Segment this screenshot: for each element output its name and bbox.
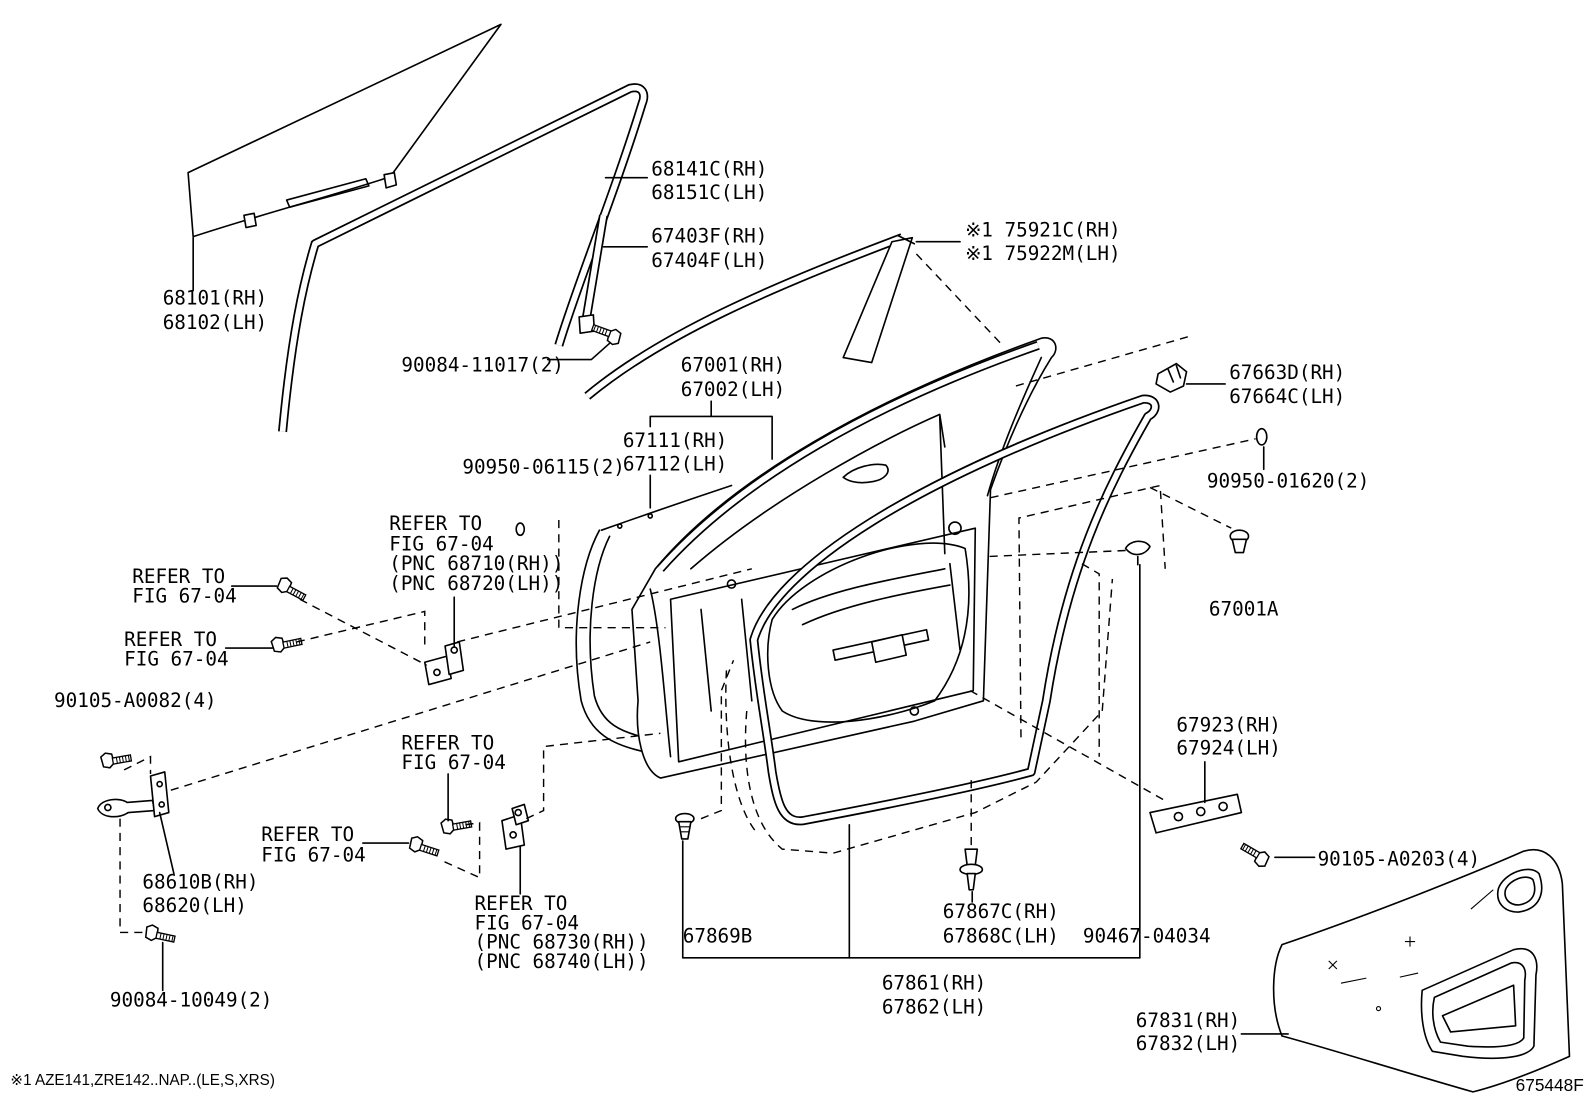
label-clip-weatherstrip-lh: 67868C(LH)	[943, 925, 1059, 948]
label-division-bar-lh: 67404F(LH)	[651, 249, 767, 272]
label-refer-lower-hinge-2: FIG 67-04	[475, 911, 579, 934]
footnote: ※1 AZE141,ZRE142..NAP..(LE,S,XRS)	[10, 1072, 275, 1089]
door-panel-drawing	[631, 337, 1057, 779]
label-weatherstrip-lh: 67862(LH)	[882, 996, 986, 1019]
label-weatherstrip-rh: 67861(RH)	[882, 971, 986, 994]
label-refer-bolt-a-1: REFER TO	[132, 565, 225, 588]
label-cap-67001a: 67001A	[1209, 598, 1279, 621]
figure-id: 675448F	[1516, 1075, 1584, 1095]
label-belt-moulding-rh: ※1 75921C(RH)	[965, 219, 1120, 242]
label-hole-plug-right: 90950-01620(2)	[1207, 470, 1370, 493]
label-refer-upper-hinge-2: FIG 67-04	[389, 533, 493, 556]
label-hole-plug-small: 90950-06115(2)	[462, 455, 625, 478]
label-trim-block-rh: 67923(RH)	[1176, 713, 1280, 736]
label-refer-bolt-c-2: FIG 67-04	[401, 751, 505, 774]
cap-67001a-icon	[1229, 529, 1250, 554]
window-glass-drawing	[187, 23, 502, 238]
label-check-screw: 90084-10049(2)	[110, 989, 273, 1012]
label-refer-upper-hinge-pnc-lh: (PNC 68720(LH))	[389, 572, 563, 595]
label-door-check-lh: 68620(LH)	[142, 894, 246, 917]
label-refer-bolt-d-1: REFER TO	[261, 823, 354, 846]
label-refer-upper-hinge-pnc-rh: (PNC 68710(RH))	[389, 552, 563, 575]
label-run-channel-rh: 68141C(RH)	[651, 158, 767, 181]
lower-hinge-drawing	[501, 803, 530, 850]
trim-block-drawing	[1149, 793, 1243, 834]
label-refer-bolt-c-1: REFER TO	[401, 732, 494, 755]
label-refer-bolt-a-2: FIG 67-04	[132, 584, 236, 607]
hole-plug-small-icon	[515, 522, 526, 537]
label-trim-panel-lh: 67832(LH)	[1136, 1032, 1240, 1055]
bolt-icon	[99, 748, 133, 770]
label-refer-bolt-b-1: REFER TO	[124, 628, 217, 651]
clip-90467-icon	[1124, 540, 1151, 566]
label-clip-90467: 90467-04034	[1083, 925, 1211, 948]
bolt-icon	[1237, 840, 1272, 870]
label-check-bolt: 90105-A0082(4)	[54, 689, 217, 712]
label-outer-panel-lh: 67112(LH)	[623, 452, 727, 475]
screw-icon	[588, 321, 624, 347]
label-door-check-rh: 68610B(RH)	[142, 871, 258, 894]
dashed-outlines	[725, 484, 1166, 854]
label-division-bar-rh: 67403F(RH)	[651, 225, 767, 248]
label-glass-lh: 68102(LH)	[163, 311, 267, 334]
label-glass-rh: 68101(RH)	[163, 287, 267, 310]
label-refer-lower-hinge-pnc-lh: (PNC 68740(LH))	[475, 950, 649, 973]
label-refer-upper-hinge-1: REFER TO	[389, 512, 482, 535]
bolt-icon	[269, 631, 304, 655]
assembly-dashed-lines	[119, 253, 1256, 934]
label-refer-lower-hinge-pnc-rh: (PNC 68730(RH))	[475, 931, 649, 954]
upper-hinge-drawing	[423, 641, 465, 686]
label-division-bar-screw: 90084-11017(2)	[401, 354, 564, 377]
label-door-panel-rh: 67001(RH)	[681, 354, 785, 377]
bolt-icon	[274, 574, 310, 604]
label-refer-lower-hinge-1: REFER TO	[475, 892, 568, 915]
clip-67869b-icon	[674, 812, 695, 840]
bracket-67663d-icon	[1155, 362, 1188, 393]
belt-moulding-drawing	[584, 233, 916, 400]
bolt-icon	[407, 834, 442, 860]
label-bracket-upper-rh: 67663D(RH)	[1229, 361, 1345, 384]
outer-panel-drawing	[575, 484, 733, 755]
clip-weatherstrip-icon	[959, 848, 984, 891]
label-run-channel-lh: 68151C(LH)	[651, 181, 767, 204]
label-refer-bolt-b-2: FIG 67-04	[124, 647, 228, 670]
hole-plug-icon	[1255, 427, 1268, 446]
label-refer-bolt-d-2: FIG 67-04	[261, 843, 365, 866]
door-check-drawing	[96, 771, 170, 818]
weatherstrip-drawing	[749, 394, 1160, 826]
bolt-icon	[143, 923, 178, 946]
label-trim-panel-rh: 67831(RH)	[1136, 1009, 1240, 1032]
label-outer-panel-rh: 67111(RH)	[623, 429, 727, 452]
label-trim-bolt: 90105-A0203(4)	[1318, 847, 1481, 870]
run-channel-drawing	[278, 83, 649, 433]
label-clip-weatherstrip-rh: 67867C(RH)	[943, 900, 1059, 923]
label-clip-67869b: 67869B	[683, 925, 753, 948]
division-bar-drawing	[578, 214, 609, 334]
label-belt-moulding-lh: ※1 75922M(LH)	[965, 242, 1120, 265]
label-trim-block-lh: 67924(LH)	[1176, 737, 1280, 760]
leader-lines	[158, 176, 1316, 1035]
label-bracket-upper-lh: 67664C(LH)	[1229, 385, 1345, 408]
label-door-panel-lh: 67002(LH)	[681, 378, 785, 401]
trim-panel-drawing	[1272, 849, 1571, 1093]
